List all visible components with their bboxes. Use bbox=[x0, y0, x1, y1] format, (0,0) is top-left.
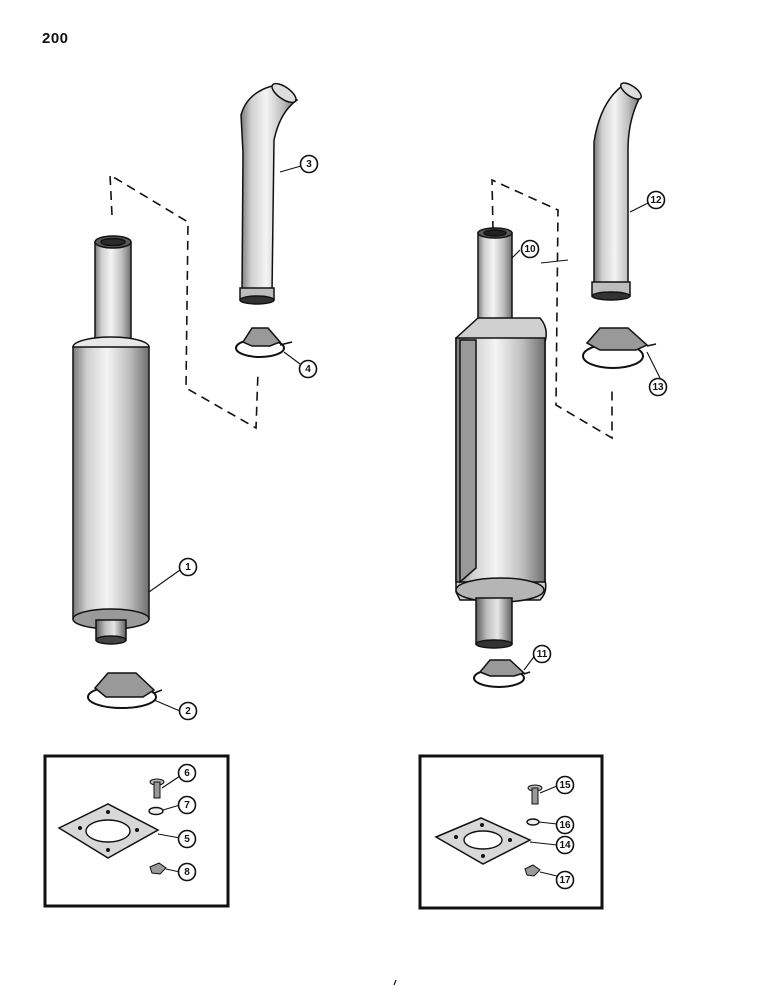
right-lower-clamp bbox=[473, 659, 531, 688]
callout-15: 15 bbox=[555, 775, 575, 795]
left-gasket bbox=[57, 803, 160, 859]
callout-number: 2 bbox=[185, 706, 191, 717]
callout-circle bbox=[555, 835, 575, 855]
right-exhaust-assembly bbox=[455, 82, 661, 688]
callout-number: 16 bbox=[559, 820, 571, 831]
right-muffler bbox=[455, 227, 547, 649]
left-muffler bbox=[72, 235, 150, 645]
callout-2: 2 bbox=[178, 701, 198, 721]
callout-number: 5 bbox=[184, 834, 190, 845]
callout-14: 14 bbox=[555, 835, 575, 855]
page-number: 200 bbox=[42, 30, 69, 47]
left-nut bbox=[149, 862, 167, 875]
callout-1: 1 bbox=[178, 557, 198, 577]
right-gasket bbox=[434, 817, 532, 865]
callout-circle bbox=[177, 763, 197, 783]
callout-circle bbox=[555, 815, 575, 835]
left-inset-panel bbox=[43, 754, 230, 908]
callout-circle bbox=[298, 359, 318, 379]
right-stack-pipe bbox=[591, 82, 642, 301]
callout-circle bbox=[520, 239, 540, 259]
right-washer bbox=[526, 818, 540, 826]
left-exhaust-assembly bbox=[72, 82, 309, 712]
callout-number: 3 bbox=[306, 159, 312, 170]
callout-circle bbox=[555, 870, 575, 890]
callout-number: 14 bbox=[559, 840, 571, 851]
callout-circle bbox=[177, 829, 197, 849]
left-washer bbox=[148, 806, 164, 816]
callout-16: 16 bbox=[555, 815, 575, 835]
callout-8: 8 bbox=[177, 862, 197, 882]
callout-number: 8 bbox=[184, 867, 190, 878]
right-upper-clamp bbox=[582, 327, 657, 369]
callout-17: 17 bbox=[555, 870, 575, 890]
callout-circle bbox=[555, 775, 575, 795]
callout-number: 1 bbox=[185, 562, 191, 573]
right-inset-panel bbox=[418, 754, 604, 910]
left-bolt bbox=[149, 778, 165, 799]
left-stack-pipe bbox=[239, 82, 299, 305]
left-upper-clamp bbox=[235, 327, 293, 358]
left-lower-clamp bbox=[87, 672, 163, 709]
callout-7: 7 bbox=[177, 795, 197, 815]
callout-5: 5 bbox=[177, 829, 197, 849]
callout-number: 7 bbox=[184, 800, 190, 811]
callout-circle bbox=[648, 377, 668, 397]
callout-number: 10 bbox=[524, 244, 536, 255]
callout-number: 13 bbox=[652, 382, 664, 393]
callout-number: 17 bbox=[559, 875, 571, 886]
callout-4: 4 bbox=[298, 359, 318, 379]
callout-number: 6 bbox=[184, 768, 190, 779]
callout-number: 15 bbox=[559, 780, 571, 791]
callout-11: 11 bbox=[532, 644, 552, 664]
callout-13: 13 bbox=[648, 377, 668, 397]
callout-circle bbox=[178, 557, 198, 577]
callout-10: 10 bbox=[520, 239, 540, 259]
callout-number: 11 bbox=[537, 649, 548, 660]
callout-circle bbox=[532, 644, 552, 664]
callout-number: 12 bbox=[650, 195, 662, 206]
right-nut bbox=[524, 864, 541, 877]
callout-3: 3 bbox=[299, 154, 319, 174]
callout-number: 4 bbox=[305, 364, 311, 375]
callout-12: 12 bbox=[646, 190, 666, 210]
callout-circle bbox=[177, 862, 197, 882]
callout-circle bbox=[178, 701, 198, 721]
callout-circle bbox=[299, 154, 319, 174]
right-connection-dashed-line bbox=[491, 178, 613, 440]
left-connection-dashed-line bbox=[109, 173, 259, 430]
callout-circle bbox=[177, 795, 197, 815]
callout-6: 6 bbox=[177, 763, 197, 783]
right-bolt bbox=[527, 784, 543, 805]
callout-circle bbox=[646, 190, 666, 210]
